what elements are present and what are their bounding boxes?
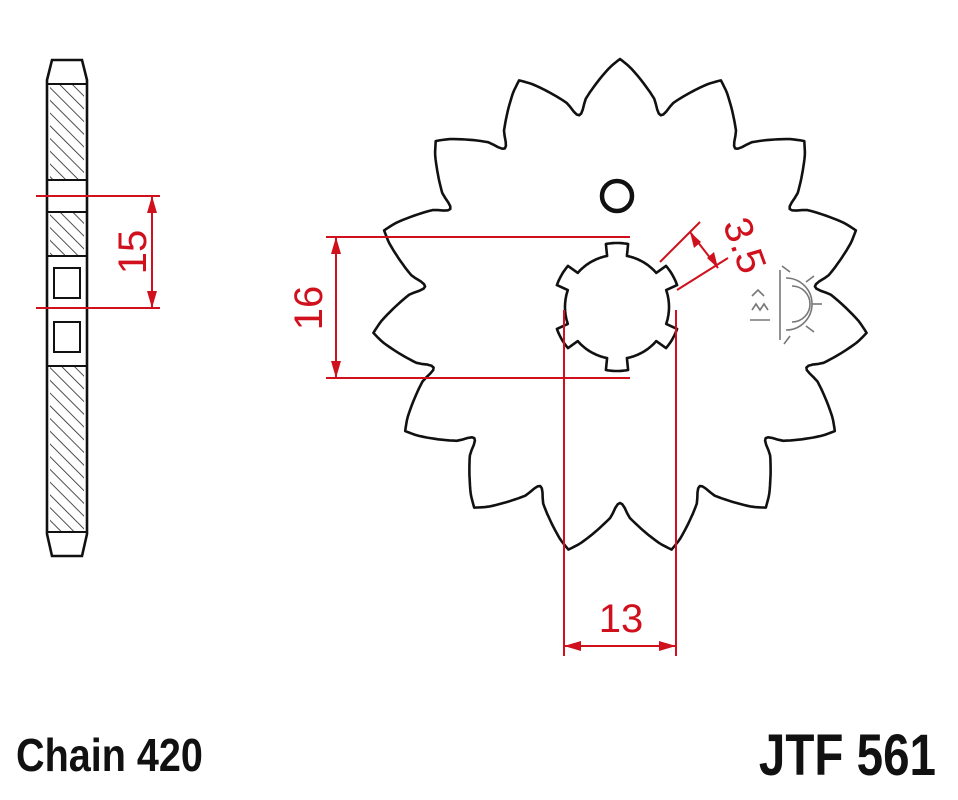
sprocket-outline [372, 57, 868, 551]
dimension-thickness-label: 15 [111, 230, 155, 275]
dimension-offset-label: 3.5 [714, 212, 774, 279]
part-number-label: JTF 561 [758, 723, 936, 788]
side-hatch-bottom [50, 366, 84, 532]
spline-bore [555, 241, 679, 373]
dimension-thickness [36, 195, 160, 309]
side-hatch-top [50, 84, 84, 180]
dimension-spline-width [326, 236, 630, 379]
side-spline-slot-2 [53, 321, 81, 353]
side-view: 15 [36, 58, 160, 558]
projection-symbol-icon [750, 265, 822, 345]
side-spline-slot-1 [53, 267, 81, 299]
mounting-hole [599, 178, 635, 214]
dimension-spline-width-label: 16 [287, 286, 331, 331]
dimension-spline-depth-label: 13 [599, 597, 644, 641]
side-hatch-mid [50, 212, 84, 256]
dimension-spline-depth [563, 310, 677, 656]
dimension-offset [659, 221, 729, 291]
chain-size-label: Chain 420 [16, 729, 203, 781]
